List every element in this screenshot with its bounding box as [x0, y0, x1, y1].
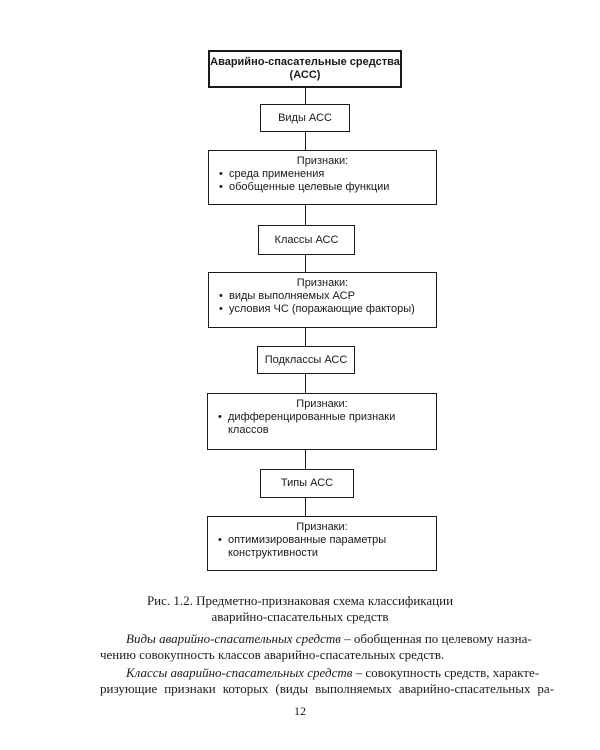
definition-text: – обобщенная по целевому назна- [340, 631, 532, 646]
kinds-box: Типы АСС [260, 469, 354, 498]
criteria-head: Признаки: [296, 521, 348, 533]
criteria-item: условия ЧС (поражающие факторы) [217, 303, 428, 316]
title-line1: Аварийно-спасательные средства [210, 56, 400, 68]
classes-box: Классы АСС [258, 225, 355, 255]
classes-label: Классы АСС [274, 233, 339, 246]
types-label: Виды АСС [278, 111, 332, 124]
connector [305, 450, 306, 469]
criteria-head: Признаки: [296, 277, 349, 289]
connector [305, 498, 306, 516]
connector [305, 88, 306, 104]
criteria-head: Признаки: [296, 398, 348, 410]
criteria-item-cont: классов [228, 424, 269, 436]
figure-caption-line2: аварийно-спасательных средств [211, 609, 389, 624]
criteria-box-4: Признаки: оптимизированные параметры кон… [207, 516, 437, 571]
definition-text: чению совокупность классов аварийно-спас… [100, 647, 445, 662]
types-box: Виды АСС [260, 104, 350, 132]
criteria-item-cont: конструктивности [228, 547, 318, 559]
paragraph-types: Виды аварийно-спасательных средств – обо… [100, 631, 554, 663]
criteria-item: дифференцированные признаки [216, 411, 428, 424]
subclasses-box: Подклассы АСС [257, 346, 355, 374]
figure-caption-line1: Рис. 1.2. Предметно-признаковая схема кл… [146, 593, 454, 608]
term-classes: Классы аварийно-спасательных средств [126, 665, 353, 680]
kinds-label: Типы АСС [280, 477, 334, 489]
definition-text: – совокупность средств, характе- [352, 665, 540, 680]
connector [305, 328, 306, 346]
term-types: Виды аварийно-спасательных средств [126, 631, 341, 646]
title-box: Аварийно-спасательные средства (АСС) [208, 50, 402, 88]
connector [305, 132, 306, 150]
page-number: 12 [294, 704, 306, 718]
subclasses-label: Подклассы АСС [264, 353, 348, 366]
criteria-item: оптимизированные параметры [216, 534, 428, 547]
title-line2: (АСС) [289, 69, 321, 81]
criteria-box-3: Признаки: дифференцированные признаки кл… [207, 393, 437, 450]
connector [305, 374, 306, 393]
criteria-box-2: Признаки: виды выполняемых АСР условия Ч… [208, 272, 437, 328]
criteria-head: Признаки: [296, 155, 349, 167]
connector [305, 255, 306, 272]
paragraph-classes: Классы аварийно-спасательных средств – с… [100, 665, 554, 697]
criteria-item: виды выполняемых АСР [217, 290, 428, 303]
criteria-item: среда применения [217, 168, 428, 181]
definition-text: ризующие признаки которых (виды выполняе… [100, 681, 554, 696]
criteria-box-1: Признаки: среда применения обобщенные це… [208, 150, 437, 205]
classification-diagram: Аварийно-спасательные средства (АСС) Вид… [0, 0, 600, 580]
connector [305, 205, 306, 225]
criteria-item: обобщенные целевые функции [217, 181, 428, 194]
